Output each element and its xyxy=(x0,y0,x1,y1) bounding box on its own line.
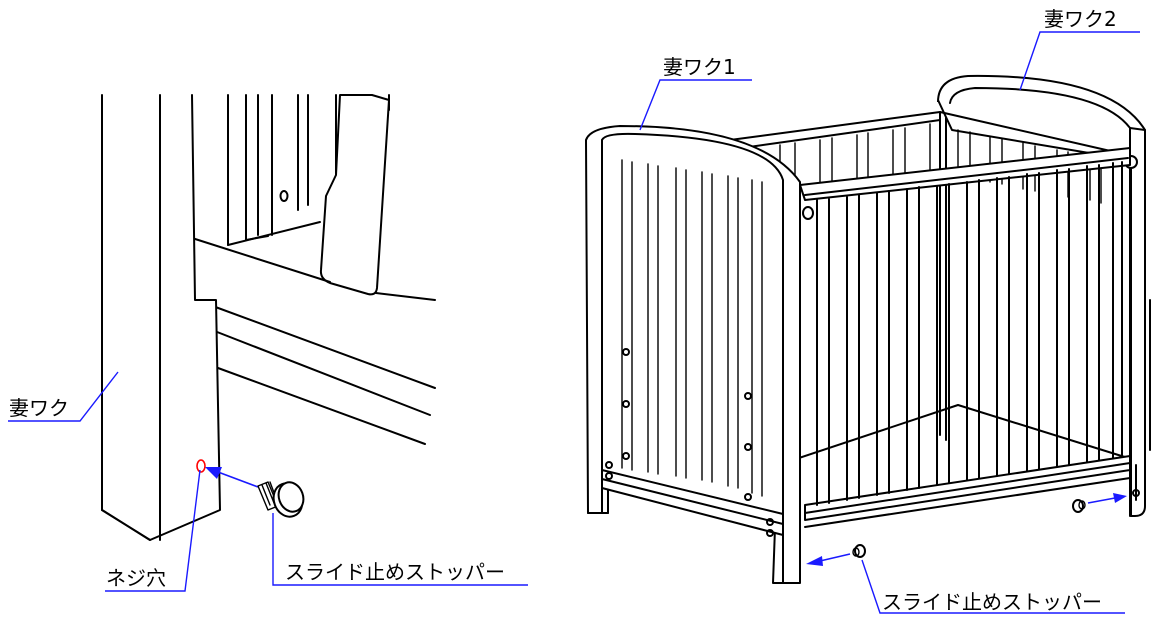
frame1-leader xyxy=(639,79,752,131)
frame1-label: 妻ワク1 xyxy=(663,55,736,79)
screw-hole-marker xyxy=(196,459,206,473)
frame-label: 妻ワク xyxy=(9,396,69,420)
detail-foreground-slat xyxy=(319,94,390,296)
screw-hole-label: ネジ穴 xyxy=(106,566,166,590)
stopper-leader-crib xyxy=(861,559,1125,614)
frame2-leader xyxy=(1019,31,1140,91)
stopper-label-crib: スライド止めストッパー xyxy=(882,590,1102,614)
stopper-label-detail: スライド止めストッパー xyxy=(285,560,505,584)
stopper-leader-detail xyxy=(272,513,528,586)
crib-stopper-back xyxy=(1072,493,1127,513)
detail-stopper-part xyxy=(257,481,305,518)
crib-front-frame xyxy=(585,125,814,584)
screw-hole-leader xyxy=(105,469,201,592)
frame-leader xyxy=(8,371,119,422)
detail-insert-arrow xyxy=(205,467,222,479)
detail-rail xyxy=(191,237,436,445)
crib-stopper-front xyxy=(806,544,866,566)
crib-front-slats xyxy=(816,161,1123,506)
crib-front-side xyxy=(799,147,1131,528)
frame2-label: 妻ワク2 xyxy=(1044,7,1117,31)
crib-floor xyxy=(732,404,1129,481)
